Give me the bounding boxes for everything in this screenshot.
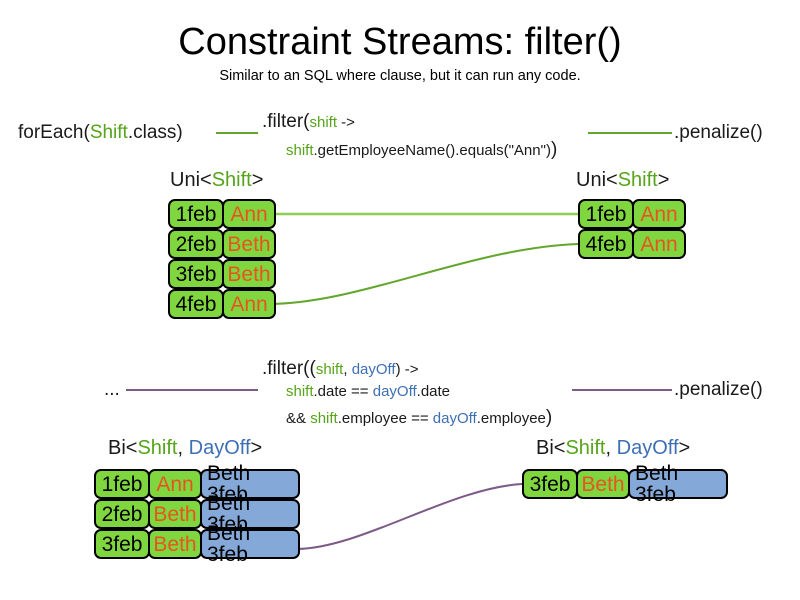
bi-filter-l3-dayoff: dayOff — [432, 410, 477, 427]
dayoff-cell: Beth 3feb — [200, 523, 300, 565]
uni-filter-line-1: .filter(shift -> — [262, 110, 355, 134]
uni-input-caption-suffix: > — [251, 169, 264, 191]
bi-output-caption-type2: DayOff — [616, 437, 679, 459]
bi-input-caption-type2: DayOff — [188, 437, 251, 459]
shift-date-cell: 2feb — [168, 229, 224, 259]
shift-date-cell: 1feb — [94, 469, 150, 499]
bi-output-caption-suffix: > — [678, 437, 691, 459]
table-row[interactable]: 3feb Beth Beth 3feb — [522, 463, 728, 505]
uni-filter-close-paren: ) — [550, 139, 558, 160]
bi-filter-line-1: .filter((shift, dayOff) -> — [262, 357, 419, 381]
uni-filter-body-rest: .getEmployeeName().equals("Ann") — [313, 142, 551, 159]
uni-filter-arrow: -> — [337, 114, 355, 131]
bi-input-caption-type1: Shift — [137, 437, 178, 459]
bi-filter-var-dayoff: dayOff — [351, 361, 396, 378]
uni-filter-lambda-var: shift — [309, 114, 338, 131]
shift-date-cell: 3feb — [168, 259, 224, 289]
bi-output-caption-type1: Shift — [565, 437, 606, 459]
shift-date-cell: 3feb — [522, 469, 578, 499]
bi-input-caption-suffix: > — [250, 437, 263, 459]
uni-filter-line-2: shift.getEmployeeName().equals("Ann")) — [286, 138, 557, 162]
shift-date-cell: 3feb — [94, 529, 150, 559]
link-bi-row3 — [295, 483, 523, 550]
shift-employee-cell: Beth — [222, 259, 276, 289]
foreach-prefix: forEach( — [18, 122, 90, 143]
bi-filter-arrow: ) -> — [395, 361, 419, 378]
table-row[interactable]: 2feb Beth — [168, 229, 276, 259]
shift-date-cell: 4feb — [578, 229, 634, 259]
bi-filter-l3-end: .employee — [476, 410, 546, 427]
foreach-expression: forEach(Shift.class) — [18, 121, 183, 145]
bi-filter-l2-mid: .date == — [313, 383, 373, 400]
bi-penalize-label: .penalize() — [674, 379, 763, 400]
table-row[interactable]: 1feb Ann — [578, 199, 686, 229]
bi-filter-l2-end: .date — [416, 383, 451, 400]
bi-filter-comma: , — [343, 361, 352, 378]
uni-filter-open: .filter( — [262, 111, 310, 132]
dayoff-cell: Beth 3feb — [628, 463, 728, 505]
bi-output-caption-comma: , — [605, 437, 617, 459]
bi-input-caption-comma: , — [177, 437, 189, 459]
page-title: Constraint Streams: filter() — [178, 21, 622, 63]
shift-employee-cell: Ann — [222, 289, 276, 319]
table-row[interactable]: 2feb Beth Beth 3feb — [94, 493, 300, 535]
bi-filter-l2-dayoff: dayOff — [372, 383, 417, 400]
shift-employee-cell: Beth — [148, 499, 202, 529]
table-row[interactable]: 3feb Beth — [168, 259, 276, 289]
bi-filter-l3-shift: shift — [310, 410, 338, 427]
bi-filter-var-shift: shift — [315, 361, 344, 378]
uni-input-caption: Uni<Shift> — [170, 168, 263, 192]
table-row[interactable]: 4feb Ann — [168, 289, 276, 319]
table-row[interactable]: 4feb Ann — [578, 229, 686, 259]
bi-filter-line-3: && shift.employee == dayOff.employee) — [286, 406, 552, 430]
bi-source-ellipsis: ... — [104, 379, 120, 400]
bi-filter-l3-mid: .employee == — [337, 410, 433, 427]
bi-input-caption: Bi<Shift, DayOff> — [108, 436, 262, 460]
shift-date-cell: 1feb — [578, 199, 634, 229]
uni-penalize-label: .penalize() — [674, 122, 763, 143]
bi-filter-line-2: shift.date == dayOff.date — [286, 382, 450, 402]
shift-employee-cell: Beth — [222, 229, 276, 259]
bi-filter-open: .filter(( — [262, 358, 316, 379]
uni-output-caption-prefix: Uni< — [576, 169, 618, 191]
shift-date-cell: 1feb — [168, 199, 224, 229]
bi-input-caption-prefix: Bi< — [108, 437, 138, 459]
uni-input-caption-prefix: Uni< — [170, 169, 212, 191]
bi-output-caption: Bi<Shift, DayOff> — [536, 436, 690, 460]
shift-employee-cell: Ann — [222, 199, 276, 229]
shift-employee-cell: Ann — [148, 469, 202, 499]
shift-employee-cell: Beth — [148, 529, 202, 559]
foreach-type-token: Shift — [89, 122, 128, 143]
uni-output-caption-type: Shift — [617, 169, 658, 191]
uni-output-caption-suffix: > — [657, 169, 670, 191]
bi-output-caption-prefix: Bi< — [536, 437, 566, 459]
bi-filter-l3-and: && — [286, 410, 311, 427]
shift-employee-cell: Ann — [632, 229, 686, 259]
foreach-suffix: .class) — [127, 122, 183, 143]
table-row[interactable]: 3feb Beth Beth 3feb — [94, 523, 300, 565]
uni-output-caption: Uni<Shift> — [576, 168, 669, 192]
shift-date-cell: 4feb — [168, 289, 224, 319]
link-uni-row4 — [267, 243, 579, 305]
shift-employee-cell: Ann — [632, 199, 686, 229]
page-subtitle: Similar to an SQL where clause, but it c… — [219, 68, 581, 84]
table-row[interactable]: 1feb Ann — [168, 199, 276, 229]
bi-filter-l2-shift: shift — [286, 383, 314, 400]
shift-date-cell: 2feb — [94, 499, 150, 529]
uni-filter-body-var: shift — [286, 142, 314, 159]
uni-input-caption-type: Shift — [211, 169, 252, 191]
bi-filter-close-paren: ) — [545, 407, 553, 428]
shift-employee-cell: Beth — [576, 469, 630, 499]
